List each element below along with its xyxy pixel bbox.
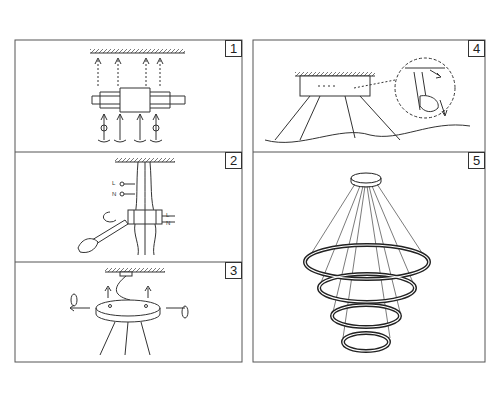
canopy-step xyxy=(70,268,188,355)
step-number-box: 1 xyxy=(225,40,242,57)
step-number: 2 xyxy=(230,154,237,167)
step-number: 3 xyxy=(230,264,237,277)
step-number-box: 5 xyxy=(468,152,485,169)
wire-label: N xyxy=(166,220,170,226)
step-number-box: 3 xyxy=(225,262,242,279)
adjust-step xyxy=(265,58,470,142)
wire-label: N xyxy=(112,191,116,197)
wire-label: L xyxy=(166,212,169,218)
wiring-step xyxy=(78,158,175,255)
wire-label: L xyxy=(112,180,115,186)
step-number: 1 xyxy=(230,42,237,55)
panel-frame xyxy=(15,40,242,362)
chandelier-rings xyxy=(305,173,429,351)
step-number: 4 xyxy=(473,42,480,55)
step-number-box: 4 xyxy=(468,40,485,57)
bracket-step xyxy=(90,49,185,142)
panel-frame xyxy=(253,40,485,362)
step-number: 5 xyxy=(473,154,480,167)
step-number-box: 2 xyxy=(225,152,242,169)
